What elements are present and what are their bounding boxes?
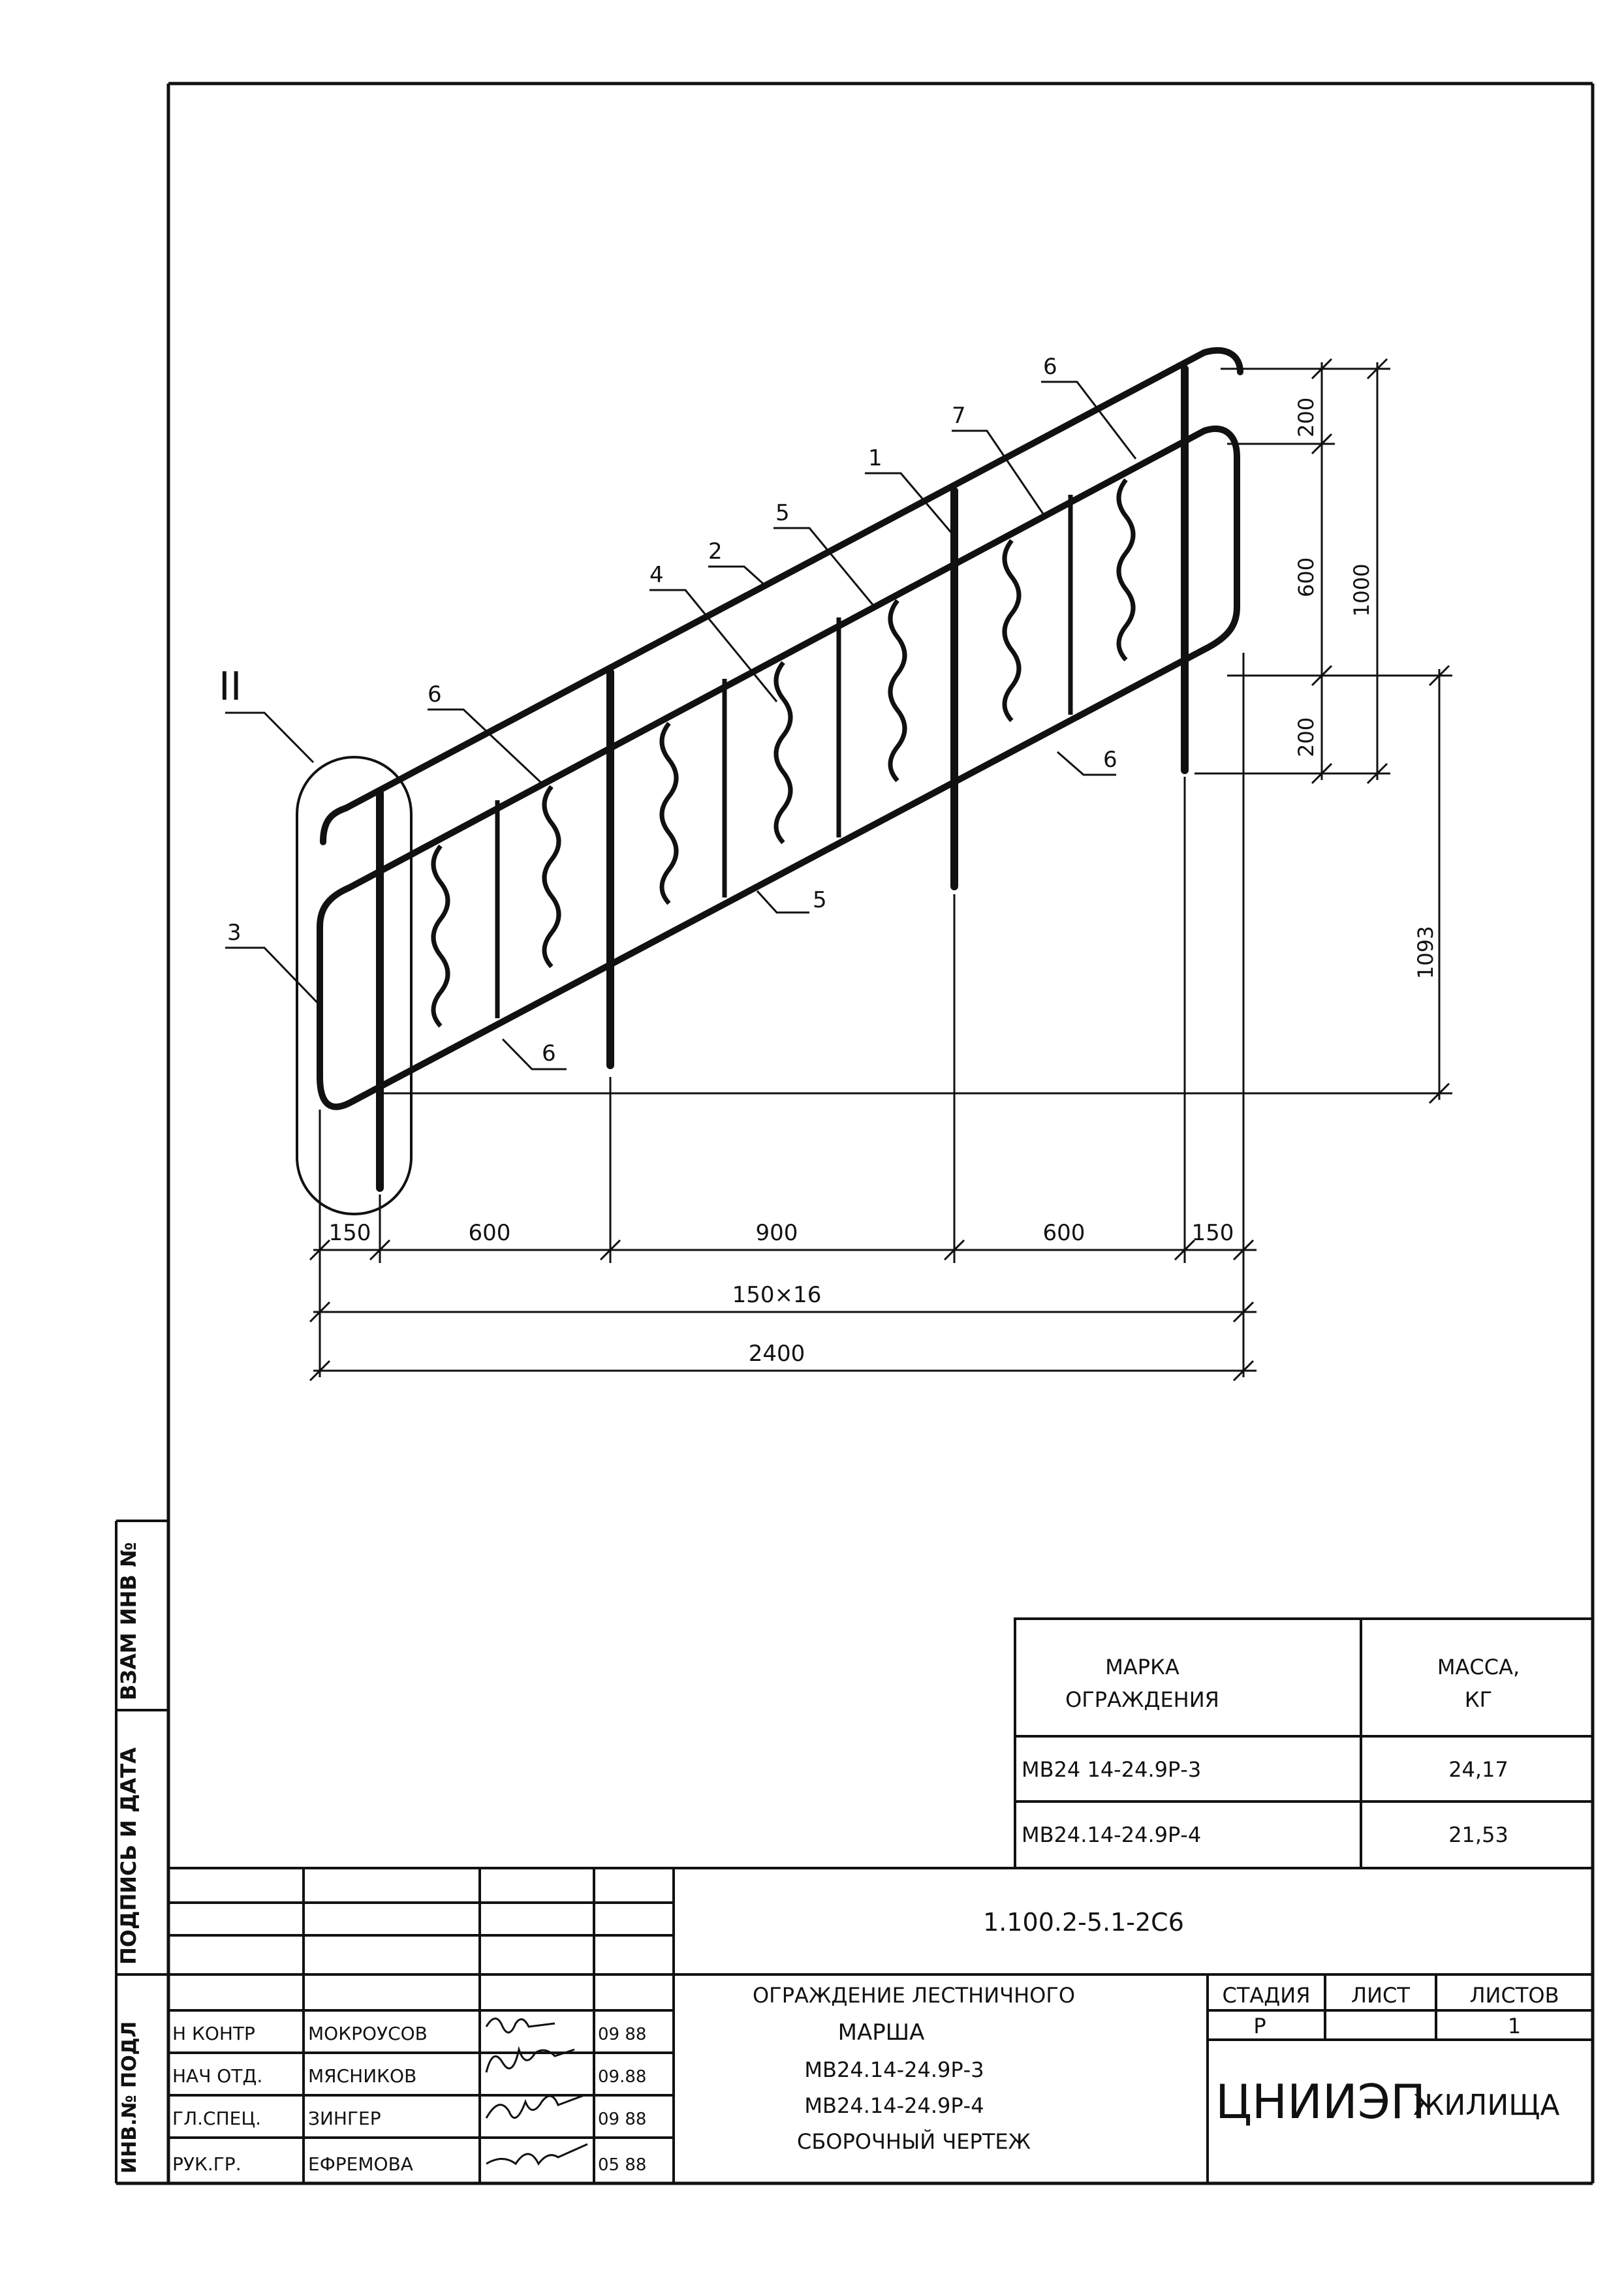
staff-row-1-date: 09 88 — [598, 2025, 646, 2044]
signature-2 — [485, 2046, 575, 2073]
staff-row-3-name: ЗИНГЕР — [308, 2108, 381, 2129]
callout-2: 2 — [708, 538, 723, 565]
mass-table-header-mark-1: МАРКА — [1105, 1655, 1179, 1679]
mass-table-header-mass-1: МАССА, — [1437, 1655, 1520, 1679]
organization-name-part-2: ЖИЛИЩА — [1413, 2089, 1560, 2122]
side-stamp-replace-inv: ВЗАМ ИНВ № — [116, 1542, 141, 1700]
right-dimensions — [379, 358, 1452, 1104]
posts — [376, 365, 1189, 1192]
sheets-value: 1 — [1508, 2014, 1521, 2038]
dim-1000: 1000 — [1349, 564, 1374, 617]
dim-900: 900 — [756, 1220, 798, 1246]
title-block: 1.100.2-5.1-2С6 ОГРАЖДЕНИЕ ЛЕСТНИЧНОГО М… — [168, 1867, 1593, 2183]
dim-200-top: 200 — [1294, 398, 1319, 437]
bottom-dimension-labels: 150 600 900 600 150 150×16 2400 — [329, 1220, 1234, 1367]
dim-600-left: 600 — [469, 1220, 511, 1246]
callout-leaders — [225, 381, 1137, 1070]
callout-1: 1 — [868, 445, 882, 471]
callout-6-right-bottom: 6 — [1103, 747, 1117, 773]
title-line-5: СБОРОЧНЫЙ ЧЕРТЕЖ — [797, 2129, 1031, 2154]
callout-6-left-bottom: 6 — [542, 1040, 556, 1067]
staff-row-2-name: МЯСНИКОВ — [308, 2065, 416, 2087]
staff-row-4-name: ЕФРЕМОВА — [308, 2153, 413, 2175]
staff-row-4-role: РУК.ГР. — [172, 2153, 242, 2175]
staff-row-3-role: ГЛ.СПЕЦ. — [172, 2108, 261, 2129]
signature-3 — [485, 2094, 585, 2119]
document-code: 1.100.2-5.1-2С6 — [983, 1908, 1184, 1937]
title-line-3: МВ24.14-24.9Р-3 — [804, 2057, 984, 2082]
stage-value: Р — [1253, 2014, 1266, 2038]
organization-name-part-1: ЦНИИЭП — [1215, 2074, 1426, 2129]
staff-row-2-role: НАЧ ОТД. — [172, 2065, 262, 2087]
side-stamp: ИНВ.№ ПОДЛ ПОДПИСЬ И ДАТА ВЗАМ ИНВ № — [115, 1520, 168, 2183]
title-line-2: МАРША — [838, 2020, 925, 2046]
signatures — [485, 2018, 588, 2166]
callout-3: 3 — [227, 920, 242, 946]
callout-7: 7 — [952, 403, 966, 429]
dim-1093: 1093 — [1413, 926, 1438, 979]
mass-table: МАРКА ОГРАЖДЕНИЯ МАССА, КГ МВ24 14-24.9Р… — [1014, 1617, 1594, 1869]
staff-row-3-date: 09 88 — [598, 2110, 646, 2129]
railing-drawing — [317, 347, 1243, 1110]
dim-150-right: 150 — [1192, 1220, 1234, 1246]
mass-table-header-mark-2: ОГРАЖДЕНИЯ — [1065, 1687, 1219, 1712]
mass-table-header-mass-2: КГ — [1465, 1687, 1492, 1712]
staff-row-2-date: 09.88 — [598, 2067, 646, 2087]
staff-row-1-name: МОКРОУСОВ — [308, 2023, 428, 2044]
dim-600-vertical: 600 — [1294, 557, 1319, 597]
sheet-label: ЛИСТ — [1351, 1983, 1410, 2008]
staff-row-1-role: Н КОНТР — [172, 2023, 255, 2044]
right-dimension-labels: 200 600 1000 200 1093 — [1294, 398, 1438, 979]
callout-5-bottom: 5 — [813, 887, 827, 913]
callout-6-left-top: 6 — [428, 681, 442, 708]
dim-200-bottom: 200 — [1294, 717, 1319, 757]
stage-label: СТАДИЯ — [1223, 1983, 1311, 2008]
mass-table-row-1-mass: 24,17 — [1448, 1757, 1508, 1782]
callout-4: 4 — [649, 562, 664, 588]
callouts: II 3 6 6 5 4 2 5 1 7 6 6 — [219, 354, 1117, 1067]
callout-6-right-top: 6 — [1043, 354, 1057, 380]
handrail — [320, 347, 1243, 845]
wavy-infill — [431, 478, 1136, 1028]
dim-150-left: 150 — [329, 1220, 371, 1246]
sheets-label: ЛИСТОВ — [1469, 1983, 1559, 2008]
signature-4 — [486, 2143, 588, 2166]
detail-ii-outline — [296, 756, 413, 1215]
side-stamp-inv-no: ИНВ.№ ПОДЛ — [118, 2021, 141, 2174]
mass-table-row-1-mark: МВ24 14-24.9Р-3 — [1022, 1757, 1201, 1782]
dim-total: 2400 — [749, 1341, 805, 1367]
dim-step: 150×16 — [732, 1282, 822, 1308]
mass-table-row-2-mass: 21,53 — [1448, 1822, 1508, 1847]
mass-table-row-2-mark: МВ24.14-24.9Р-4 — [1022, 1822, 1201, 1847]
title-line-4: МВ24.14-24.9Р-4 — [804, 2093, 984, 2118]
callout-5-top: 5 — [775, 500, 790, 526]
dim-600-right: 600 — [1043, 1220, 1085, 1246]
callout-view-ii: II — [219, 664, 242, 710]
infill-bars — [495, 495, 1073, 1018]
side-stamp-signature-date: ПОДПИСЬ И ДАТА — [116, 1747, 141, 1965]
signature-1 — [485, 2018, 555, 2034]
staff-row-4-date: 05 88 — [598, 2155, 646, 2175]
title-line-1: ОГРАЖДЕНИЕ ЛЕСТНИЧНОГО — [753, 1983, 1075, 2008]
